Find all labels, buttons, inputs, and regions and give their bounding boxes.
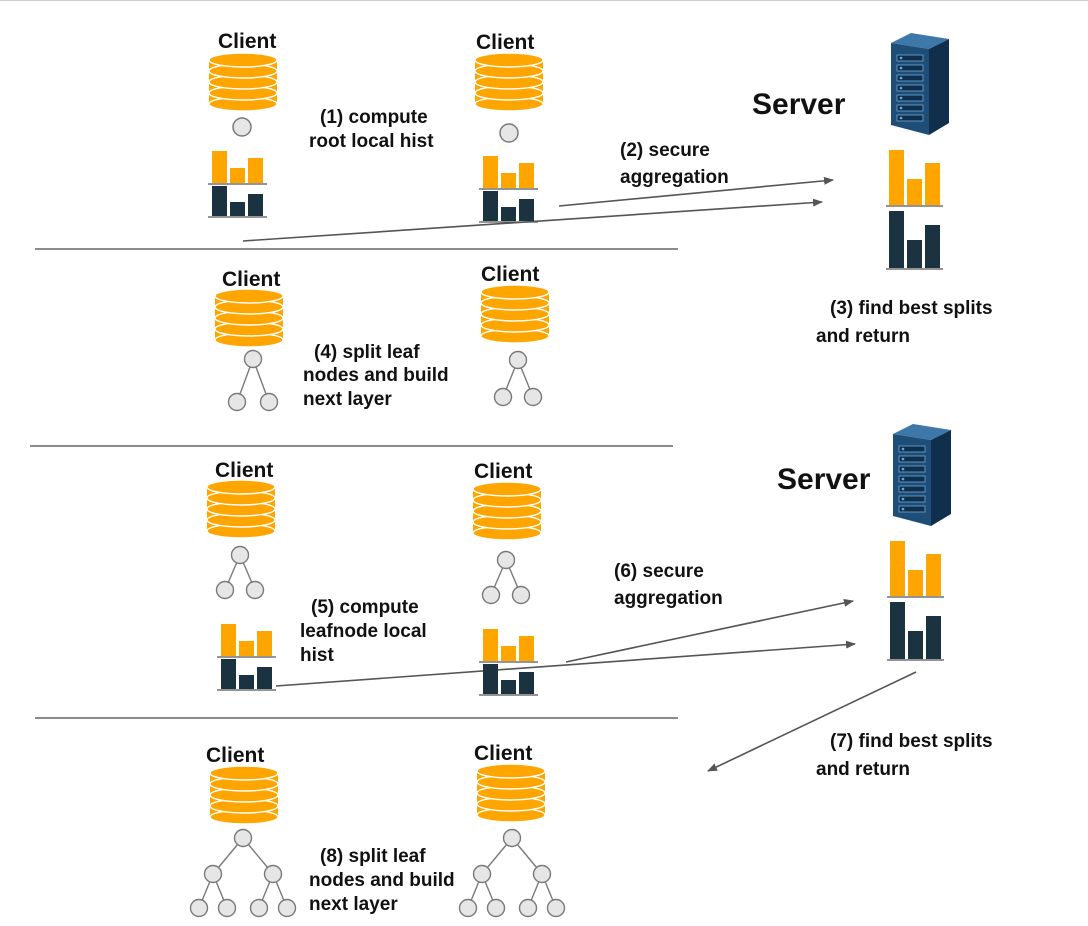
step7-text-line2: and return <box>816 759 910 780</box>
database-icon <box>474 52 544 112</box>
client-label-2-right: Client <box>481 263 540 286</box>
step6-text-line2: aggregation <box>614 588 723 609</box>
database-icon <box>209 765 279 825</box>
database-icon <box>208 52 278 112</box>
tree-icon <box>227 349 279 412</box>
aggregation-arrow <box>565 598 854 663</box>
tree-icon <box>493 350 543 407</box>
bar-chart-icon <box>479 156 538 223</box>
step2-text-line2: aggregation <box>620 167 729 188</box>
aggregation-arrow <box>558 176 834 207</box>
tree-icon <box>458 828 566 918</box>
client-label-2-left: Client <box>222 268 281 291</box>
return-splits-arrow <box>707 671 917 772</box>
step1-text-line1: (1) compute <box>320 107 428 128</box>
database-icon <box>476 763 546 823</box>
client-label-1-left: Client <box>218 30 277 53</box>
bar-chart-icon <box>217 624 276 691</box>
database-icon <box>480 284 550 344</box>
bar-chart-icon <box>208 151 267 218</box>
step5-text-line2: leafnode local <box>300 621 427 642</box>
server-icon <box>891 33 949 135</box>
database-icon <box>206 479 276 539</box>
tree-icon <box>189 828 297 918</box>
root-node-icon <box>499 123 519 143</box>
step4-text-line1: (4) split leaf <box>314 342 420 363</box>
aggregation-arrow <box>275 640 856 687</box>
bar-chart-icon <box>886 150 943 270</box>
step1-text-line2: root local hist <box>309 131 434 152</box>
step8-text-line2: nodes and build <box>309 870 455 891</box>
client-label-3-right: Client <box>474 460 533 483</box>
step8-text-line3: next layer <box>309 894 398 915</box>
step5-text-line3: hist <box>300 645 334 666</box>
bar-chart-icon <box>479 629 538 696</box>
client-label-3-left: Client <box>215 459 274 482</box>
client-label-4-right: Client <box>474 742 533 765</box>
step2-text-line1: (2) secure <box>620 140 710 161</box>
database-icon <box>472 481 542 541</box>
step8-text-line1: (8) split leaf <box>320 846 426 867</box>
step3-text-line1: (3) find best splits <box>830 298 993 319</box>
step7-text-line1: (7) find best splits <box>830 731 993 752</box>
client-label-1-right: Client <box>476 31 535 54</box>
tree-icon <box>215 545 265 600</box>
step5-text-line1: (5) compute <box>311 597 419 618</box>
step4-text-line3: next layer <box>303 389 392 410</box>
step3-text-line2: and return <box>816 326 910 347</box>
bar-chart-icon <box>887 541 944 661</box>
server-label-top: Server <box>752 88 846 121</box>
step4-text-line2: nodes and build <box>303 365 449 386</box>
database-icon <box>214 288 284 348</box>
root-node-icon <box>232 117 252 137</box>
server-label-bottom: Server <box>777 463 871 496</box>
server-icon <box>893 424 951 526</box>
step6-text-line1: (6) secure <box>614 561 704 582</box>
tree-icon <box>481 550 531 605</box>
client-label-4-left: Client <box>206 744 265 767</box>
